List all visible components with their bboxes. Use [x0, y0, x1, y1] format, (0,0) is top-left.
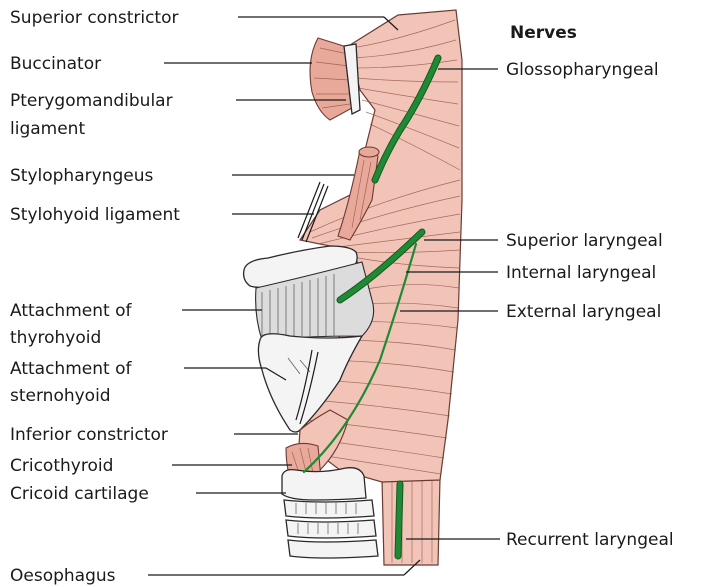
right-labels: Nerves Glossopharyngeal Superior larynge…	[506, 23, 674, 550]
label-buccinator: Buccinator	[10, 54, 101, 74]
label-pterygomandibular-2: ligament	[10, 119, 85, 139]
label-attachment-sternohyoid-2: sternohyoid	[10, 386, 111, 406]
label-cricoid-cartilage: Cricoid cartilage	[10, 484, 149, 504]
illustration	[244, 10, 462, 565]
label-inferior-constrictor: Inferior constrictor	[10, 425, 168, 445]
label-oesophagus: Oesophagus	[10, 566, 116, 586]
label-external-laryngeal: External laryngeal	[506, 302, 661, 322]
label-pterygomandibular: Pterygomandibular	[10, 91, 173, 111]
label-stylopharyngeus: Stylopharyngeus	[10, 166, 153, 186]
label-recurrent-laryngeal: Recurrent laryngeal	[506, 530, 674, 550]
cricoid-cartilage	[282, 468, 366, 500]
label-attachment-thyrohyoid: Attachment of	[10, 301, 132, 321]
label-attachment-sternohyoid: Attachment of	[10, 359, 132, 379]
trachea-rings	[284, 500, 378, 558]
label-glossopharyngeal: Glossopharyngeal	[506, 60, 659, 80]
label-internal-laryngeal: Internal laryngeal	[506, 263, 656, 283]
label-stylohyoid-ligament: Stylohyoid ligament	[10, 205, 180, 225]
left-labels: Superior constrictor Buccinator Pterygom…	[10, 8, 180, 586]
label-attachment-thyrohyoid-2: thyrohyoid	[10, 328, 101, 348]
nerves-heading: Nerves	[510, 23, 577, 43]
label-superior-laryngeal: Superior laryngeal	[506, 231, 663, 251]
label-superior-constrictor: Superior constrictor	[10, 8, 178, 28]
oesophagus	[382, 478, 440, 565]
label-cricothyroid: Cricothyroid	[10, 456, 113, 476]
